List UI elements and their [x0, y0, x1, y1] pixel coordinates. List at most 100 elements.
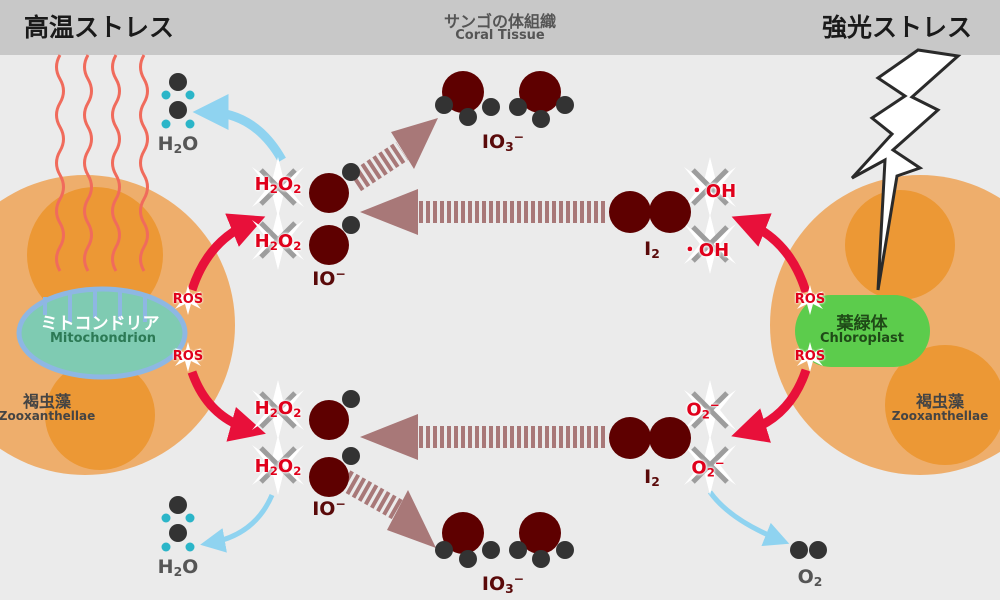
h2o2-label: H2O2	[255, 231, 302, 253]
oxygen-label: O2	[798, 566, 823, 589]
h2o2-o: O	[277, 174, 294, 195]
h2o-o: O	[182, 556, 199, 578]
o2-molecule	[790, 541, 827, 559]
io-molecule-lower	[309, 390, 360, 497]
ros-arrows	[187, 213, 811, 443]
i2-sub: 2	[651, 247, 660, 262]
arrow-to-h2o-top	[192, 94, 286, 163]
arrow-lower-io-to-io3	[339, 470, 436, 548]
io3-molecules-top	[435, 71, 574, 128]
superoxide-o: O	[691, 457, 707, 479]
header-bar	[0, 0, 1000, 55]
h2o2-sub2: 2	[293, 463, 302, 478]
h2o2-sub1: 2	[269, 238, 278, 253]
hydroxyl-radical-label: ・OH	[680, 240, 730, 261]
hypoiodite-label: IO−	[312, 267, 346, 290]
io-sup: −	[335, 497, 346, 511]
i2-molecule-upper	[609, 191, 691, 233]
h2o2-sub2: 2	[293, 238, 302, 253]
iodine-label: I2	[644, 238, 660, 261]
left-zooxanthellae-label-en: Zooxanthellae	[0, 409, 96, 423]
io3-sub: 3	[505, 139, 514, 154]
arrow-upper-io-to-io3	[348, 118, 438, 192]
h2o2-sub2: 2	[293, 181, 302, 196]
arrow-i2-to-lower-io	[360, 414, 605, 460]
chloroplast-label-en: Chloroplast	[819, 331, 905, 346]
light-stress-title: 強光ストレス	[821, 13, 972, 42]
h2o2-o: O	[277, 398, 294, 419]
mitochondrion	[16, 286, 188, 380]
h2o-o: O	[182, 133, 199, 155]
iodate-label: IO3−	[482, 130, 524, 154]
h2o2-h: H	[254, 456, 270, 477]
i2-sub: 2	[651, 475, 660, 490]
io3-sub: 3	[505, 581, 514, 596]
hydroxyl-radical-label: ・OH	[687, 181, 737, 202]
h2o2-o: O	[277, 231, 294, 252]
i2-main: I	[644, 466, 652, 488]
h2o2-label: H2O2	[255, 398, 302, 420]
left-zooxanthellae-label-ja: 褐虫藻	[22, 392, 72, 411]
h2o2-sub2: 2	[293, 405, 302, 420]
mitochondrion-label-ja: ミトコンドリア	[40, 314, 160, 334]
right-zooxanthellae-label-en: Zooxanthellae	[891, 409, 989, 423]
h2o2-label: H2O2	[255, 174, 302, 196]
ros-label: ROS	[794, 292, 826, 307]
o2-sub: 2	[813, 575, 823, 590]
superoxide-o: O	[686, 399, 702, 421]
superoxide-sub: 2	[706, 465, 715, 480]
heat-stress-title: 高温ストレス	[24, 13, 175, 42]
h2o2-sub1: 2	[269, 405, 278, 420]
h2o-h: H	[157, 556, 174, 578]
ros-markers	[175, 285, 823, 372]
io-main: IO	[312, 497, 336, 520]
io-molecule-upper	[309, 163, 360, 265]
product-arrows	[192, 94, 790, 553]
ros-arrow-mito-up	[187, 213, 266, 292]
heat-waves	[55, 54, 149, 272]
reaction-arrows	[339, 118, 605, 548]
superoxide-sup: −	[709, 398, 720, 412]
h2o2-sub1: 2	[269, 181, 278, 196]
water-label: H2O	[158, 556, 199, 579]
h2o2-h: H	[254, 231, 270, 252]
ros-label: ROS	[794, 349, 826, 364]
io-sup: −	[335, 267, 346, 281]
h2o2-h: H	[254, 174, 270, 195]
h2o-molecule-bottom	[161, 496, 195, 552]
iodate-label: IO3−	[482, 572, 524, 596]
superoxide-sup: −	[714, 456, 725, 470]
io3-main: IO	[481, 130, 506, 153]
water-label: H2O	[158, 133, 199, 156]
superoxide-label: O2−	[691, 456, 724, 479]
h2o2-o: O	[277, 456, 294, 477]
i2-molecule-lower	[609, 417, 691, 459]
h2o2-label: H2O2	[255, 456, 302, 478]
hypoiodite-label: IO−	[312, 497, 346, 520]
h2o-h: H	[157, 133, 174, 155]
lightning-bolt	[850, 48, 962, 291]
chloroplast-label-ja: 葉緑体	[836, 314, 888, 334]
io3-molecules-bottom	[435, 512, 574, 568]
io-main: IO	[312, 267, 336, 290]
ros-label: ROS	[172, 349, 204, 364]
right-zooxanthellae-label-ja: 褐虫藻	[915, 392, 965, 411]
superoxide-label: O2−	[686, 398, 719, 421]
io3-sup: −	[513, 130, 525, 144]
coral-tissue-title-en: Coral Tissue	[455, 28, 545, 43]
io3-sup: −	[513, 572, 525, 586]
chloroplast	[795, 295, 930, 367]
mitochondrion-label-en: Mitochondrion	[49, 331, 157, 346]
arrow-to-o2	[707, 490, 790, 547]
h2o-molecule-top	[161, 73, 195, 129]
h2o-sub: 2	[173, 565, 183, 580]
iodine-label: I2	[644, 466, 660, 489]
i2-main: I	[644, 238, 652, 260]
ros-arrow-chloro-down	[731, 368, 811, 443]
o2-main: O	[797, 566, 814, 588]
arrow-to-h2o-bottom	[200, 493, 275, 553]
h2o2-sub1: 2	[269, 463, 278, 478]
superoxide-sub: 2	[701, 407, 710, 422]
h2o2-h: H	[254, 398, 270, 419]
